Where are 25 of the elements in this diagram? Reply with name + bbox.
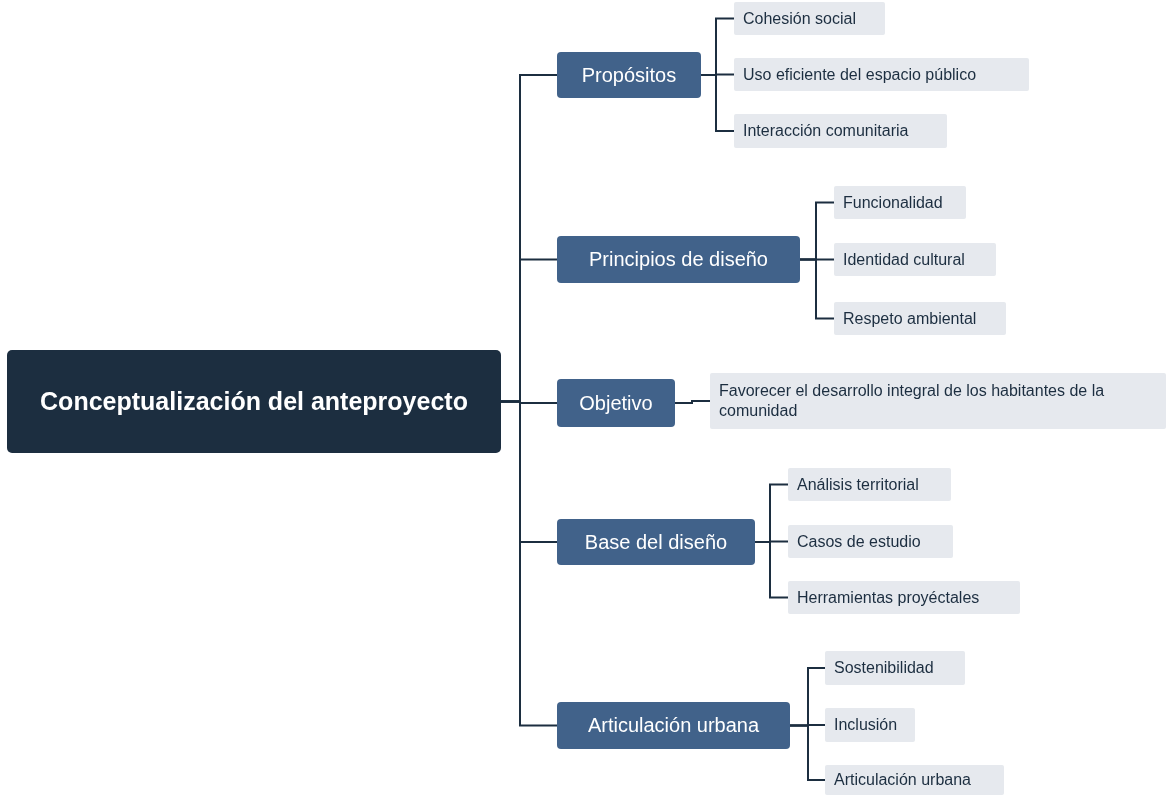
branch-topic-box: Objetivo: [557, 379, 675, 427]
subtopic-box: Respeto ambiental: [834, 302, 1006, 335]
connector-line: [799, 258, 835, 320]
subtopic-box: Casos de estudio: [788, 525, 953, 558]
subtopic-box: Sostenibilidad: [825, 651, 965, 685]
branch-topic-box: Principios de diseño: [557, 236, 800, 283]
subtopic-box: Cohesión social: [734, 2, 885, 35]
connector-line: [754, 541, 789, 599]
subtopic-box: Análisis territorial: [788, 468, 951, 501]
subtopic-box: Favorecer el desarrollo integral de los habitantes de la comunidad: [710, 373, 1166, 429]
root-topic-box: Conceptualización del anteproyecto: [7, 350, 501, 453]
subtopic-box: Uso eficiente del espacio público: [734, 58, 1029, 91]
connector-line: [700, 74, 735, 132]
branch-topic-box: Articulación urbana: [557, 702, 790, 749]
connector-line: [500, 400, 558, 727]
subtopic-box: Identidad cultural: [834, 243, 996, 276]
subtopic-box: Funcionalidad: [834, 186, 966, 219]
connector-line: [789, 724, 826, 781]
branch-topic-box: Propósitos: [557, 52, 701, 98]
subtopic-box: Inclusión: [825, 708, 915, 742]
subtopic-box: Herramientas proyéctales: [788, 581, 1020, 614]
branch-topic-box: Base del diseño: [557, 519, 755, 565]
subtopic-box: Articulación urbana: [825, 765, 1004, 795]
connector-line: [674, 400, 711, 404]
subtopic-box: Interacción comunitaria: [734, 114, 947, 148]
